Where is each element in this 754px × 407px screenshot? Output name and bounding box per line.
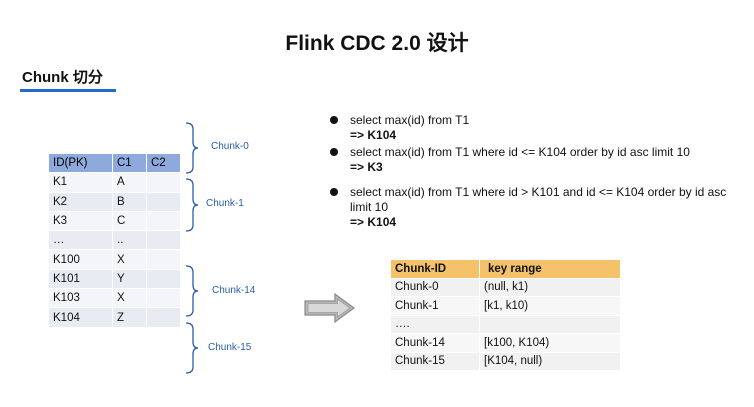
table-cell bbox=[146, 230, 181, 251]
query-result: => K104 bbox=[350, 128, 397, 142]
table-header-cell: ID(PK) bbox=[48, 152, 113, 174]
table-cell: B bbox=[112, 191, 147, 212]
table-cell: X bbox=[112, 249, 147, 270]
table-row: K1 A bbox=[48, 172, 181, 193]
table-cell: K101 bbox=[48, 268, 113, 290]
table-header-cell: key range bbox=[479, 259, 621, 279]
section-underline bbox=[20, 89, 116, 92]
table-cell: [K104, null) bbox=[479, 351, 621, 371]
chunk-label: Chunk-15 bbox=[208, 342, 252, 353]
table-header-row: ID(PK) C1 C2 bbox=[48, 152, 181, 174]
query-list: select max(id) from T1 => K104 select ma… bbox=[328, 113, 738, 230]
table-row: K101 Y bbox=[48, 268, 181, 290]
table-row: K104 Z bbox=[48, 307, 181, 328]
table-cell: K3 bbox=[48, 210, 113, 232]
table-cell: Chunk-14 bbox=[390, 333, 480, 353]
bullet-icon bbox=[330, 116, 338, 124]
table-row: K103 X bbox=[48, 288, 181, 309]
table-cell bbox=[146, 191, 181, 212]
page-title: Flink CDC 2.0 设计 bbox=[285, 32, 469, 55]
table-cell: [k1, k10) bbox=[479, 296, 621, 316]
table-row: Chunk-15 [K104, null) bbox=[390, 351, 621, 371]
chunk-label: Chunk-1 bbox=[206, 198, 244, 209]
table-cell: …. bbox=[390, 314, 480, 334]
table-header-cell: Chunk-ID bbox=[390, 259, 480, 279]
curly-brace-icon bbox=[185, 178, 199, 232]
table-cell bbox=[146, 268, 181, 290]
table-cell bbox=[146, 307, 181, 328]
table-row: Chunk-1 [k1, k10) bbox=[390, 296, 621, 316]
table-cell: A bbox=[112, 172, 147, 193]
table-cell: K103 bbox=[48, 288, 113, 309]
bullet-icon bbox=[330, 148, 338, 156]
table-cell: K104 bbox=[48, 307, 113, 328]
table-cell: .. bbox=[112, 230, 147, 251]
table-cell: K2 bbox=[48, 191, 113, 212]
table-cell: … bbox=[48, 230, 113, 251]
table-cell bbox=[479, 314, 621, 334]
table-cell: (null, k1) bbox=[479, 277, 621, 297]
curly-brace-icon bbox=[185, 122, 199, 174]
table-cell: Y bbox=[112, 268, 147, 290]
chunk-label: Chunk-0 bbox=[211, 141, 249, 152]
table-cell: [k100, K104) bbox=[479, 333, 621, 353]
right-arrow-icon bbox=[304, 292, 356, 324]
table-cell: C bbox=[112, 210, 147, 232]
query-result: => K3 bbox=[350, 160, 383, 174]
table-row: … .. bbox=[48, 230, 181, 251]
query-result: => K104 bbox=[350, 215, 397, 229]
table-header-cell: C1 bbox=[112, 152, 147, 174]
table-cell: Chunk-0 bbox=[390, 277, 480, 297]
table-cell: K1 bbox=[48, 172, 113, 193]
table-cell: K100 bbox=[48, 249, 113, 270]
table-cell bbox=[146, 249, 181, 270]
table-header-row: Chunk-ID key range bbox=[390, 259, 621, 279]
table-header-cell: C2 bbox=[146, 152, 181, 174]
table-row: …. bbox=[390, 314, 621, 334]
table-cell bbox=[146, 210, 181, 232]
data-table: ID(PK) C1 C2 K1 A K2 B K3 C … .. K100 X … bbox=[48, 152, 181, 328]
list-item: select max(id) from T1 => K104 bbox=[328, 113, 738, 143]
table-row: K3 C bbox=[48, 210, 181, 232]
query-sql: select max(id) from T1 where id > K101 a… bbox=[350, 185, 727, 214]
query-sql: select max(id) from T1 bbox=[350, 113, 470, 127]
table-cell: Z bbox=[112, 307, 147, 328]
table-cell: X bbox=[112, 288, 147, 309]
curly-brace-icon bbox=[185, 322, 199, 374]
chunk-table: Chunk-ID key range Chunk-0 (null, k1) Ch… bbox=[390, 259, 621, 371]
list-item: select max(id) from T1 where id > K101 a… bbox=[328, 185, 738, 230]
list-item: select max(id) from T1 where id <= K104 … bbox=[328, 145, 738, 175]
table-cell bbox=[146, 288, 181, 309]
table-row: K2 B bbox=[48, 191, 181, 212]
table-row: K100 X bbox=[48, 249, 181, 270]
chunk-label: Chunk-14 bbox=[212, 285, 256, 296]
section-title: Chunk 切分 bbox=[22, 69, 103, 86]
bullet-icon bbox=[330, 188, 338, 196]
query-sql: select max(id) from T1 where id <= K104 … bbox=[350, 145, 690, 159]
table-cell bbox=[146, 172, 181, 193]
curly-brace-icon bbox=[185, 265, 199, 317]
table-row: Chunk-0 (null, k1) bbox=[390, 277, 621, 297]
table-row: Chunk-14 [k100, K104) bbox=[390, 333, 621, 353]
table-cell: Chunk-1 bbox=[390, 296, 480, 316]
table-cell: Chunk-15 bbox=[390, 351, 480, 371]
